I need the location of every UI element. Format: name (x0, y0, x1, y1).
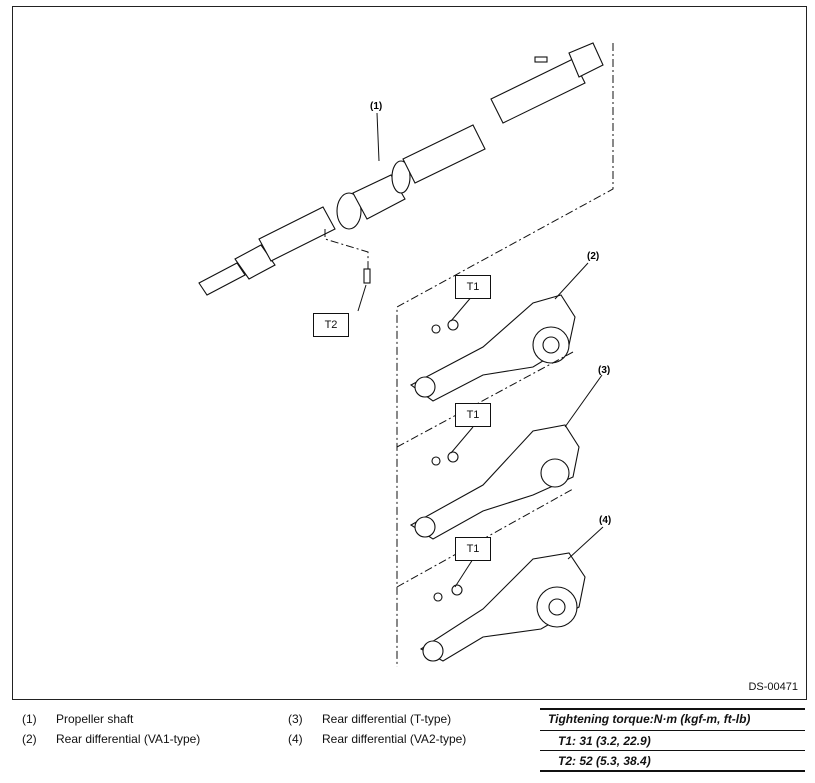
callout-4: (4) (599, 515, 611, 526)
torque-value: 52 (5.3, 38.4) (579, 754, 651, 768)
rear-differential-va1 (409, 294, 576, 402)
legend-item: (4) Rear differential (VA2-type) (288, 732, 466, 746)
torque-label: T2: (558, 754, 576, 768)
legend-item: (1) Propeller shaft (22, 712, 133, 726)
torque-label: T1: (558, 734, 576, 748)
torque-table-title: Tightening torque:N·m (kgf-m, ft-lb) (540, 710, 805, 731)
legend-item: (2) Rear differential (VA1-type) (22, 732, 200, 746)
legend-item: (3) Rear differential (T-type) (288, 712, 451, 726)
fastener-parts (363, 56, 548, 602)
torque-row: T1: 31 (3.2, 22.9) (540, 731, 805, 750)
diagram-frame: (1) (2) (3) (4) T1 T1 T1 T2 DS-00471 (12, 6, 807, 700)
legend-number: (2) (22, 732, 37, 746)
legend-number: (4) (288, 732, 303, 746)
callout-1: (1) (370, 101, 382, 112)
torque-row: T2: 52 (5.3, 38.4) (540, 750, 805, 770)
torque-tag-t2: T2 (313, 313, 349, 337)
callout-3: (3) (598, 365, 610, 376)
legend-number: (3) (288, 712, 303, 726)
legend-text: Rear differential (VA2-type) (322, 732, 467, 746)
callout-2: (2) (587, 251, 599, 262)
rear-differential-t (409, 424, 580, 540)
torque-tag-t1-c: T1 (455, 537, 491, 561)
torque-tag-t1-a: T1 (455, 275, 491, 299)
drawing-id: DS-00471 (748, 681, 798, 693)
legend-text: Propeller shaft (56, 712, 134, 726)
legend-text: Rear differential (VA1-type) (56, 732, 201, 746)
propeller-shaft (198, 42, 604, 296)
torque-tag-t1-b: T1 (455, 403, 491, 427)
rear-differential-va2 (419, 552, 586, 662)
torque-table: Tightening torque:N·m (kgf-m, ft-lb) T1:… (540, 708, 805, 772)
exploded-view-drawing: (1) (2) (3) (4) (198, 42, 614, 667)
legend-number: (1) (22, 712, 37, 726)
legend-text: Rear differential (T-type) (322, 712, 452, 726)
leader-lines (357, 112, 604, 588)
torque-value: 31 (3.2, 22.9) (579, 734, 651, 748)
